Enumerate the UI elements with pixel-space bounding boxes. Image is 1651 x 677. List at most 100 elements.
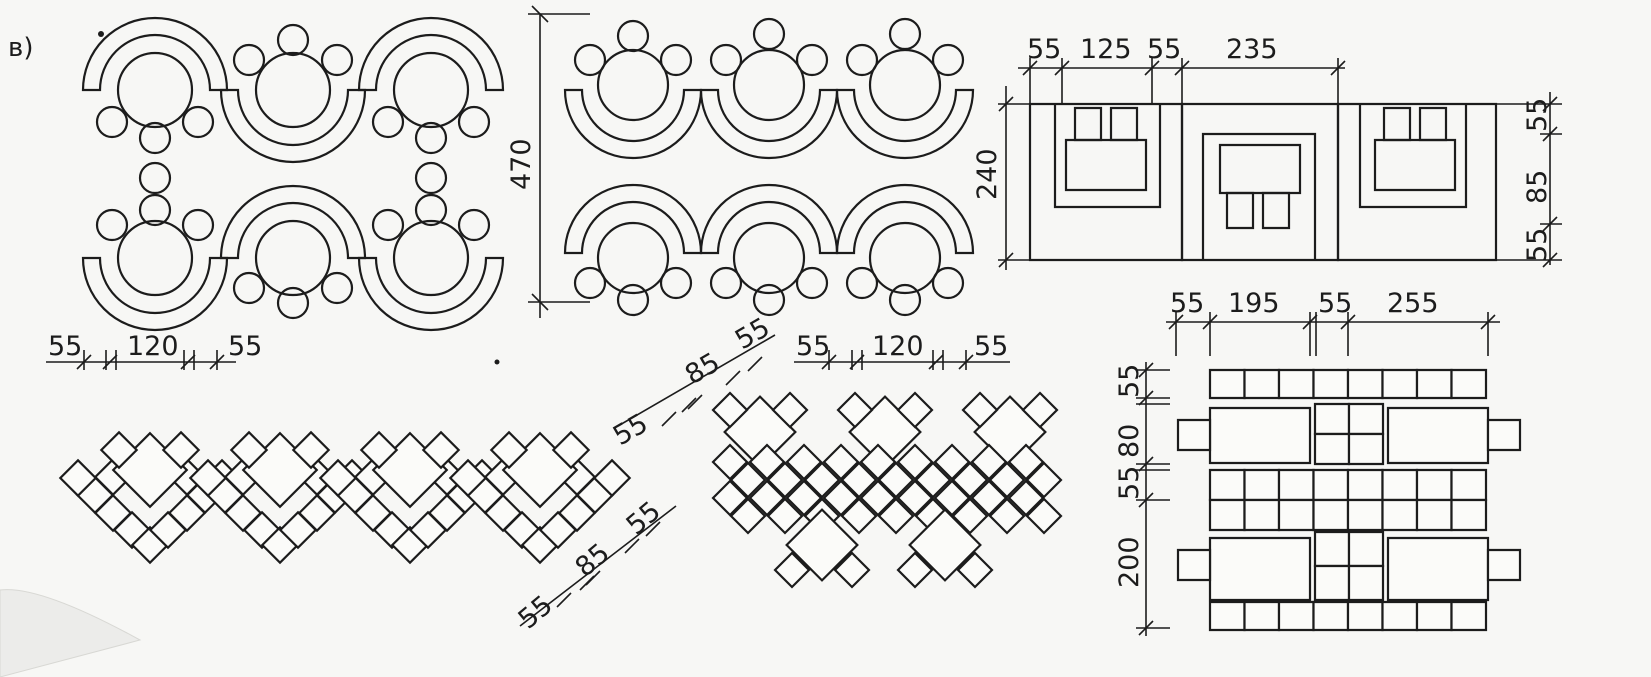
chair bbox=[1315, 566, 1349, 600]
dim-label: 80 bbox=[1114, 424, 1145, 458]
booth-outline bbox=[1338, 104, 1496, 260]
chair bbox=[958, 553, 992, 587]
dim-label: 55 bbox=[1522, 98, 1553, 132]
chair bbox=[1348, 470, 1383, 500]
chair bbox=[618, 21, 648, 51]
chair bbox=[711, 45, 741, 75]
dim-label: 55 bbox=[48, 331, 82, 362]
chair bbox=[750, 445, 784, 479]
arc-sofa bbox=[565, 90, 701, 158]
chair bbox=[953, 499, 987, 533]
dim-label: 55 bbox=[974, 331, 1008, 362]
chair bbox=[231, 432, 266, 467]
chair bbox=[842, 463, 876, 497]
chair bbox=[805, 463, 839, 497]
chair bbox=[990, 499, 1024, 533]
chair bbox=[459, 107, 489, 137]
chair bbox=[1023, 393, 1057, 427]
chair bbox=[890, 285, 920, 315]
chair bbox=[842, 499, 876, 533]
chair bbox=[1420, 108, 1446, 140]
chair bbox=[234, 273, 264, 303]
chair bbox=[1383, 500, 1418, 530]
chair bbox=[933, 45, 963, 75]
chair bbox=[773, 393, 807, 427]
chair bbox=[754, 285, 784, 315]
chair bbox=[1417, 470, 1452, 500]
dim-label: 125 bbox=[1080, 34, 1132, 65]
chair bbox=[1210, 500, 1245, 530]
dim-label: 85 bbox=[570, 538, 616, 584]
chair bbox=[293, 432, 328, 467]
round-table bbox=[598, 223, 668, 293]
chair bbox=[1111, 108, 1137, 140]
chair bbox=[1383, 470, 1418, 500]
chair bbox=[935, 445, 969, 479]
dim-label: 85 bbox=[680, 347, 725, 391]
chair bbox=[898, 553, 932, 587]
booth-seat bbox=[1203, 134, 1315, 260]
chair bbox=[1314, 470, 1349, 500]
chairs bbox=[97, 25, 489, 318]
page-curl bbox=[0, 590, 140, 677]
chair bbox=[1245, 602, 1280, 630]
chair bbox=[787, 481, 821, 515]
chair bbox=[1279, 602, 1314, 630]
chair bbox=[1315, 404, 1349, 434]
rect-table bbox=[1375, 140, 1455, 190]
chair bbox=[1349, 404, 1383, 434]
chair bbox=[1383, 370, 1418, 398]
arc-sofa bbox=[83, 258, 227, 330]
chair bbox=[60, 460, 95, 495]
rect-table bbox=[1210, 538, 1310, 600]
rect-table bbox=[1210, 408, 1310, 463]
booth-seat bbox=[1360, 104, 1466, 207]
chair bbox=[140, 195, 170, 225]
chair bbox=[1245, 370, 1280, 398]
chair bbox=[575, 268, 605, 298]
chair bbox=[775, 553, 809, 587]
chair bbox=[1349, 434, 1383, 464]
chair bbox=[1348, 370, 1383, 398]
chair bbox=[1210, 602, 1245, 630]
booth-seat bbox=[1055, 104, 1160, 207]
chair bbox=[183, 210, 213, 240]
chair bbox=[731, 499, 765, 533]
chair bbox=[824, 445, 858, 479]
chair bbox=[898, 481, 932, 515]
chair bbox=[990, 463, 1024, 497]
chair bbox=[278, 288, 308, 318]
dim-label: 55 bbox=[1114, 466, 1145, 500]
chair bbox=[1488, 550, 1520, 580]
chair bbox=[1488, 420, 1520, 450]
chair bbox=[1314, 500, 1349, 530]
chair bbox=[190, 460, 225, 495]
chair bbox=[1314, 602, 1349, 630]
chair bbox=[768, 463, 802, 497]
chair bbox=[754, 19, 784, 49]
chair bbox=[278, 25, 308, 55]
chair bbox=[713, 393, 747, 427]
chair bbox=[963, 393, 997, 427]
chair bbox=[972, 445, 1006, 479]
chair bbox=[898, 393, 932, 427]
chair bbox=[713, 445, 747, 479]
round-table bbox=[118, 221, 192, 295]
dim-label: 55 bbox=[1147, 34, 1181, 65]
chair bbox=[661, 268, 691, 298]
chair bbox=[797, 45, 827, 75]
chair bbox=[416, 195, 446, 225]
chair bbox=[1178, 420, 1210, 450]
dimension-chain-right: 55 85 55 bbox=[1496, 92, 1562, 267]
chair bbox=[1178, 550, 1210, 580]
chair bbox=[879, 463, 913, 497]
dim-label: 55 bbox=[1027, 34, 1061, 65]
chair bbox=[322, 273, 352, 303]
chair bbox=[1210, 370, 1245, 398]
chair bbox=[1417, 370, 1452, 398]
chair bbox=[1452, 370, 1487, 398]
dimension-240: 240 bbox=[972, 86, 1030, 270]
dim-label: 55 bbox=[1318, 288, 1352, 319]
chair bbox=[1075, 108, 1101, 140]
chairs bbox=[575, 19, 963, 315]
